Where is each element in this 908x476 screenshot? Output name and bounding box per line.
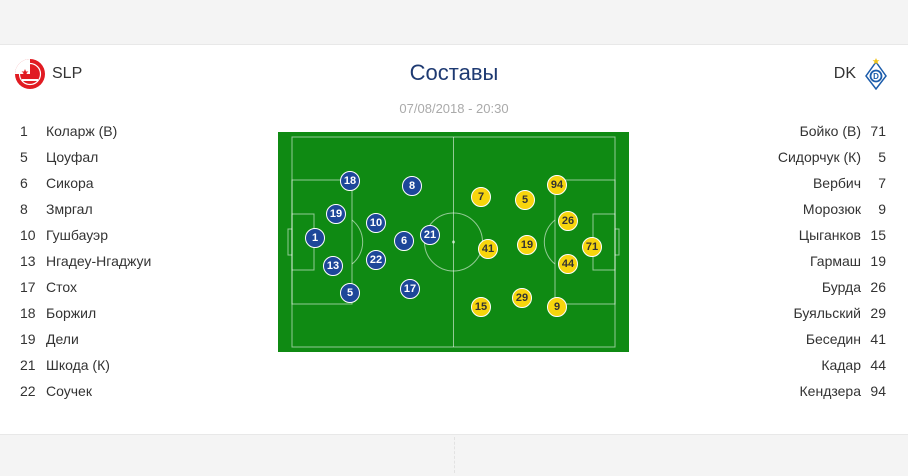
away-player-marker[interactable]: 29 <box>512 288 532 308</box>
svg-text:D: D <box>873 72 879 81</box>
slavia-logo-icon <box>14 58 46 90</box>
away-player-marker[interactable]: 19 <box>517 235 537 255</box>
home-player-marker[interactable]: 6 <box>394 231 414 251</box>
away-player-marker[interactable]: 94 <box>547 175 567 195</box>
home-player-marker[interactable]: 1 <box>305 228 325 248</box>
home-player-marker[interactable]: 17 <box>400 279 420 299</box>
home-player-marker[interactable]: 13 <box>323 256 343 276</box>
home-player-marker[interactable]: 21 <box>420 225 440 245</box>
away-player-marker[interactable]: 71 <box>582 237 602 257</box>
list-item[interactable]: Сидорчук (К)5 <box>777 149 886 165</box>
away-team-header[interactable]: DK D <box>834 58 888 90</box>
home-team-name: SLP <box>52 65 83 82</box>
away-player-marker[interactable]: 41 <box>478 239 498 259</box>
football-pitch: 18 8 19 10 1 6 21 13 22 5 17 7 5 94 26 4… <box>278 132 629 352</box>
bottom-bar <box>0 434 908 476</box>
home-player-marker[interactable]: 22 <box>366 250 386 270</box>
away-player-marker[interactable]: 5 <box>515 190 535 210</box>
list-item[interactable]: Бойко (В)71 <box>799 123 886 139</box>
home-player-marker[interactable]: 8 <box>402 176 422 196</box>
top-bar <box>0 0 908 45</box>
away-player-marker[interactable]: 44 <box>558 254 578 274</box>
away-player-marker[interactable]: 15 <box>471 297 491 317</box>
home-player-marker[interactable]: 18 <box>340 171 360 191</box>
away-team-name: DK <box>833 65 856 82</box>
home-player-marker[interactable]: 19 <box>326 204 346 224</box>
home-player-marker[interactable]: 10 <box>366 213 386 233</box>
home-player-marker[interactable]: 5 <box>340 283 360 303</box>
bottom-divider <box>454 437 455 473</box>
away-player-marker[interactable]: 9 <box>547 297 567 317</box>
pitch-lines <box>287 136 620 348</box>
dynamo-logo-icon: D <box>864 58 888 90</box>
away-player-marker[interactable]: 26 <box>558 211 578 231</box>
page-title: Составы <box>409 60 499 85</box>
home-team-header[interactable]: SLP <box>14 58 82 90</box>
match-datetime: 07/08/2018 - 20:30 <box>399 101 509 116</box>
away-player-marker[interactable]: 7 <box>471 187 491 207</box>
